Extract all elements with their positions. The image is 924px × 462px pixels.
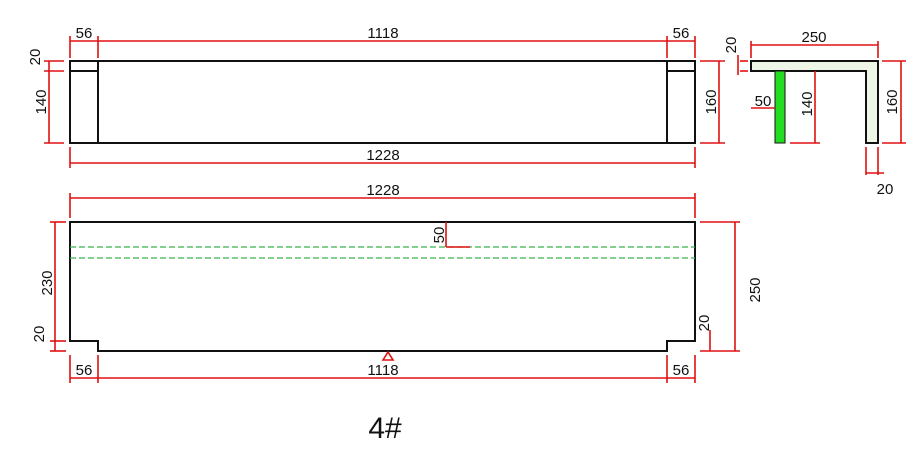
dim-inner-height: 140	[33, 89, 50, 114]
plan-dim-left-notch: 20	[31, 326, 48, 343]
plan-dim-total-width: 250	[747, 277, 764, 302]
plan-dim-inner-width: 230	[39, 270, 56, 295]
plan-outline	[69, 221, 696, 352]
section-dim-wall: 20	[877, 181, 894, 198]
section-dim-height: 160	[884, 89, 901, 114]
dim-total-height: 160	[703, 89, 720, 114]
dim-middle: 1118	[367, 25, 398, 42]
dim-right-end: 56	[673, 25, 690, 42]
plan-dim-total-length: 1228	[366, 182, 399, 199]
plan-dim-right-end: 56	[673, 362, 690, 379]
drawing-label: 4#	[368, 412, 402, 445]
plan-dim-groove: 50	[431, 227, 448, 244]
dim-total-length: 1228	[366, 147, 399, 164]
top-view-outline	[69, 60, 696, 144]
section-view: 250 20 50 140 160 20	[723, 29, 906, 198]
plan-dim-right-notch: 20	[696, 315, 713, 332]
plan-view: 1228 50 230 250 20 20 56 1118 56	[31, 182, 764, 383]
section-dim-inner-height: 140	[799, 91, 816, 116]
section-outline	[750, 60, 879, 144]
section-insert	[774, 70, 786, 144]
plan-dim-left-end: 56	[76, 362, 93, 379]
top-view: 56 1118 56 1228 20 140 160	[27, 25, 725, 168]
dim-top-thickness: 20	[27, 49, 44, 66]
section-dim-width: 250	[801, 29, 826, 46]
dim-left-end: 56	[76, 25, 93, 42]
section-dim-offset: 50	[755, 93, 772, 110]
section-dim-top: 20	[723, 37, 740, 54]
plan-dim-middle: 1118	[367, 362, 398, 379]
